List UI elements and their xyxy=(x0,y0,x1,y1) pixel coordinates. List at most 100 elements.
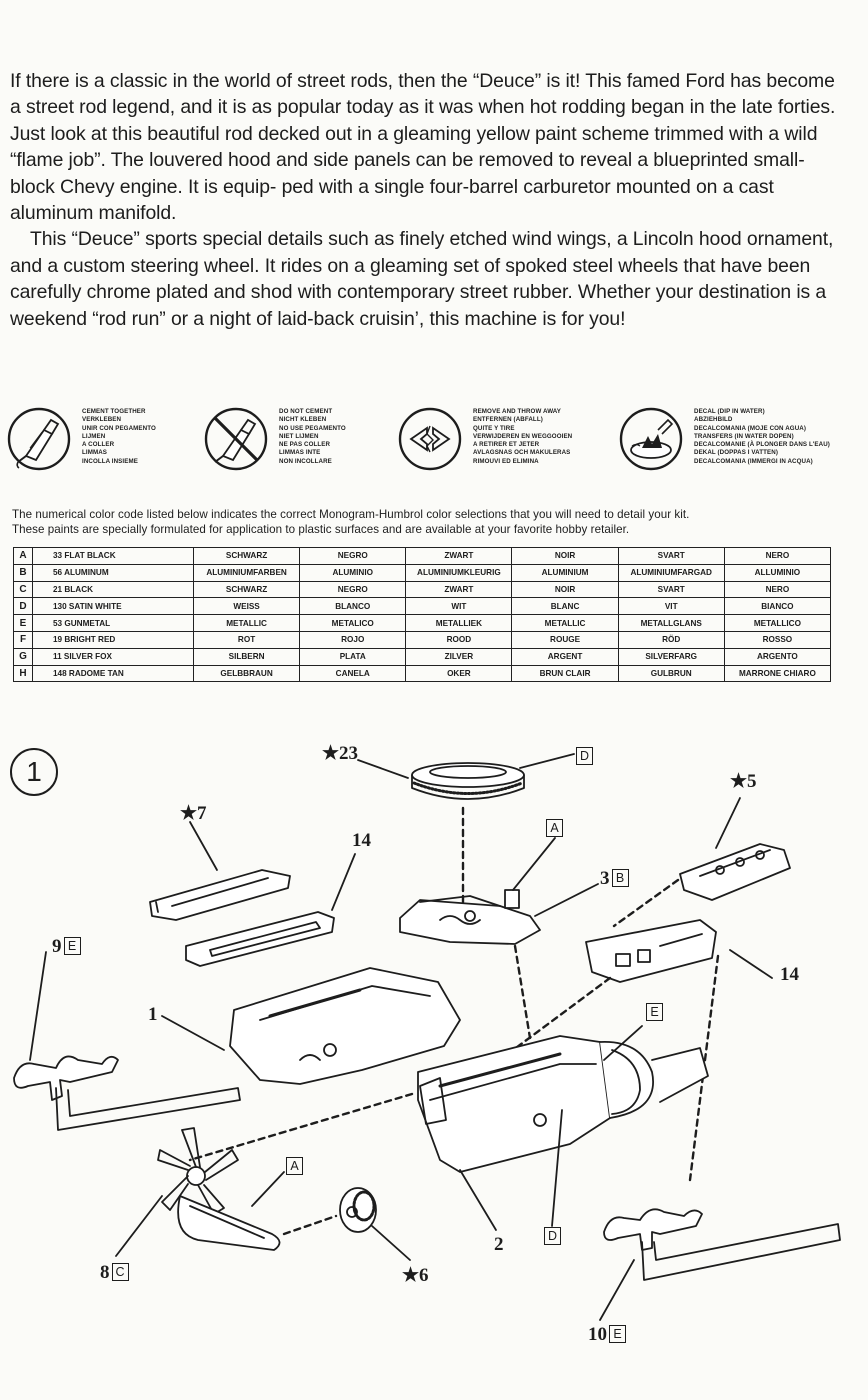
color-translation: ALUMINIO xyxy=(299,563,407,582)
legend-line: CEMENT TOGETHER xyxy=(82,408,146,415)
callout-1: 1 xyxy=(148,1004,158,1025)
callout-23-paint: D xyxy=(574,746,593,768)
legend-line: TRANSFERS (IN WATER DOPEN) xyxy=(694,432,794,440)
fan-belt-part xyxy=(157,1127,281,1251)
callout-block-2-paint: D xyxy=(542,1226,561,1248)
legend-line: NICHT KLEBEN xyxy=(279,416,327,424)
intake-manifold-part xyxy=(399,889,541,945)
legend-line: DECALCOMANIA (IMMERGI IN ACQUA) xyxy=(694,457,813,465)
color-translation: ZWART xyxy=(405,547,513,565)
callout-5: ★5 xyxy=(730,771,757,792)
color-translation: ROT xyxy=(192,630,301,649)
color-translation: VIT xyxy=(617,597,725,616)
intro-line: This “Deuce” sports special details such… xyxy=(30,228,699,251)
color-translation: WEISS xyxy=(192,597,301,616)
color-translation: ARGENT xyxy=(511,647,619,666)
legend-line: NON INCOLLARE xyxy=(279,457,332,465)
legend-line: ABZIEHBILD xyxy=(694,416,733,424)
color-translation: SILBERN xyxy=(192,647,301,666)
color-translation: CANELA xyxy=(299,664,407,683)
color-code: 21 BLACK xyxy=(32,580,194,599)
color-translation: BIANCO xyxy=(723,597,832,616)
color-note-line: The numerical color code listed below in… xyxy=(12,508,690,521)
legend-line: DECALCOMANIA (MOJE CON AGUA) xyxy=(694,424,806,432)
color-translation: ROOD xyxy=(405,630,513,649)
color-translation: MARRONE CHIARO xyxy=(723,664,832,683)
color-translation: ALUMINIUMFARBEN xyxy=(192,563,301,582)
color-translation: NERO xyxy=(723,580,832,599)
intro-line: began in the late forties. Just look at … xyxy=(10,96,836,145)
legend-line: ENTFERNEN (ABFALL) xyxy=(473,416,543,424)
color-key: E xyxy=(13,614,33,632)
color-key: C xyxy=(13,580,33,599)
legend-line: DO NOT CEMENT xyxy=(279,408,333,415)
color-key: D xyxy=(13,597,33,616)
intro-line: street rubber. Whether your destination … xyxy=(10,281,827,330)
legend-line: A COLLER xyxy=(82,441,115,449)
air-cleaner-part xyxy=(411,762,525,800)
legend-line: REMOVE AND THROW AWAY xyxy=(473,408,562,415)
valve-cover-right-part xyxy=(679,843,791,901)
color-translation: NERO xyxy=(723,547,832,565)
intro-paragraph-1: If there is a classic in the world of st… xyxy=(10,68,840,226)
color-translation: ROSSO xyxy=(723,630,832,649)
callout-fan-paint: A xyxy=(284,1156,303,1178)
color-code: 33 FLAT BLACK xyxy=(32,547,194,565)
color-translation: NEGRO xyxy=(299,547,407,565)
water-pump-part xyxy=(339,1187,377,1233)
legend-line: QUITE Y TIRE xyxy=(473,424,515,432)
legend-line: NE PAS COLLER xyxy=(279,441,331,449)
color-note-line: These paints are specially formulated fo… xyxy=(12,523,630,536)
legend-line: NO USE PEGAMENTO xyxy=(279,424,346,432)
intro-line: If there is a classic in the world of st… xyxy=(10,70,731,92)
color-key: B xyxy=(13,563,33,582)
color-code: 148 RADOME TAN xyxy=(32,664,194,683)
legend-line: A RETIRER ET JETER xyxy=(473,441,540,449)
legend-line: LIMMAS INTE xyxy=(279,449,321,457)
color-translation: SVART xyxy=(617,547,725,565)
legend-line: DECAL (DIP IN WATER) xyxy=(694,408,765,415)
color-translation: ARGENTO xyxy=(723,647,832,666)
intro-line: steel wheels that have been carefully ch… xyxy=(10,254,811,304)
legend-line: VERKLEBEN xyxy=(82,416,122,424)
color-key: A xyxy=(13,547,33,565)
intro-line: panels can be removed to reveal a bluepr… xyxy=(10,149,805,198)
color-code: 56 ALUMINUM xyxy=(32,563,194,582)
color-translation: METALICO xyxy=(299,614,407,632)
legend-line: INCOLLA INSIEME xyxy=(82,457,138,465)
legend-line: DECALCOMANIE (À PLONGER DANS L'EAU) xyxy=(694,441,830,449)
color-translation: METALLIC xyxy=(192,614,301,632)
exhaust-pipe-left-part xyxy=(13,1055,241,1131)
color-translation: PLATA xyxy=(299,647,407,666)
side-cover-part xyxy=(585,919,717,983)
color-translation: ZWART xyxy=(405,580,513,599)
callout-23: ★23 xyxy=(322,743,359,764)
color-code-note: The numerical color code listed below in… xyxy=(12,507,862,537)
color-translation: ALUMINIUMFARGAD xyxy=(617,563,725,582)
color-translation: SCHWARZ xyxy=(192,547,301,565)
decal-water-icon xyxy=(619,407,683,471)
color-code: 11 SILVER FOX xyxy=(32,647,194,666)
remove-discard-icon xyxy=(398,407,462,471)
engine-block-half-1-part xyxy=(229,967,461,1085)
color-code: 19 BRIGHT RED xyxy=(32,630,194,649)
color-translation: SVART xyxy=(617,580,725,599)
callout-6: ★6 xyxy=(402,1265,429,1286)
callout-14-right: 14 xyxy=(780,964,799,985)
color-code: 53 GUNMETAL xyxy=(32,614,194,632)
color-translation: METALLIEK xyxy=(405,614,513,632)
color-translation: WIT xyxy=(405,597,513,616)
intro-line: cruisin’, this machine is for you! xyxy=(359,307,626,330)
